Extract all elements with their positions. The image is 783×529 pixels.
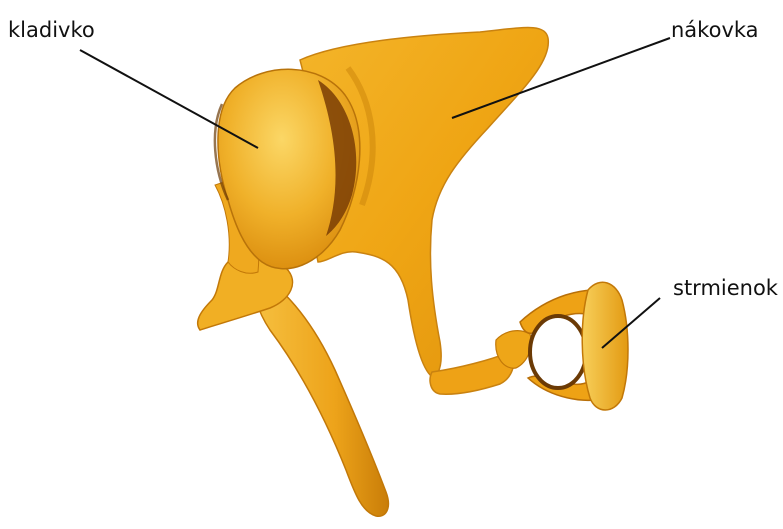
stapes-bone [496, 282, 628, 410]
label-stapes: strmienok [673, 278, 778, 299]
label-malleus: kladivko [8, 20, 95, 41]
label-incus: nákovka [671, 20, 759, 41]
stapes-obturator-opening [530, 316, 586, 388]
malleus-bone [198, 69, 389, 516]
malleus-handle [255, 272, 389, 516]
